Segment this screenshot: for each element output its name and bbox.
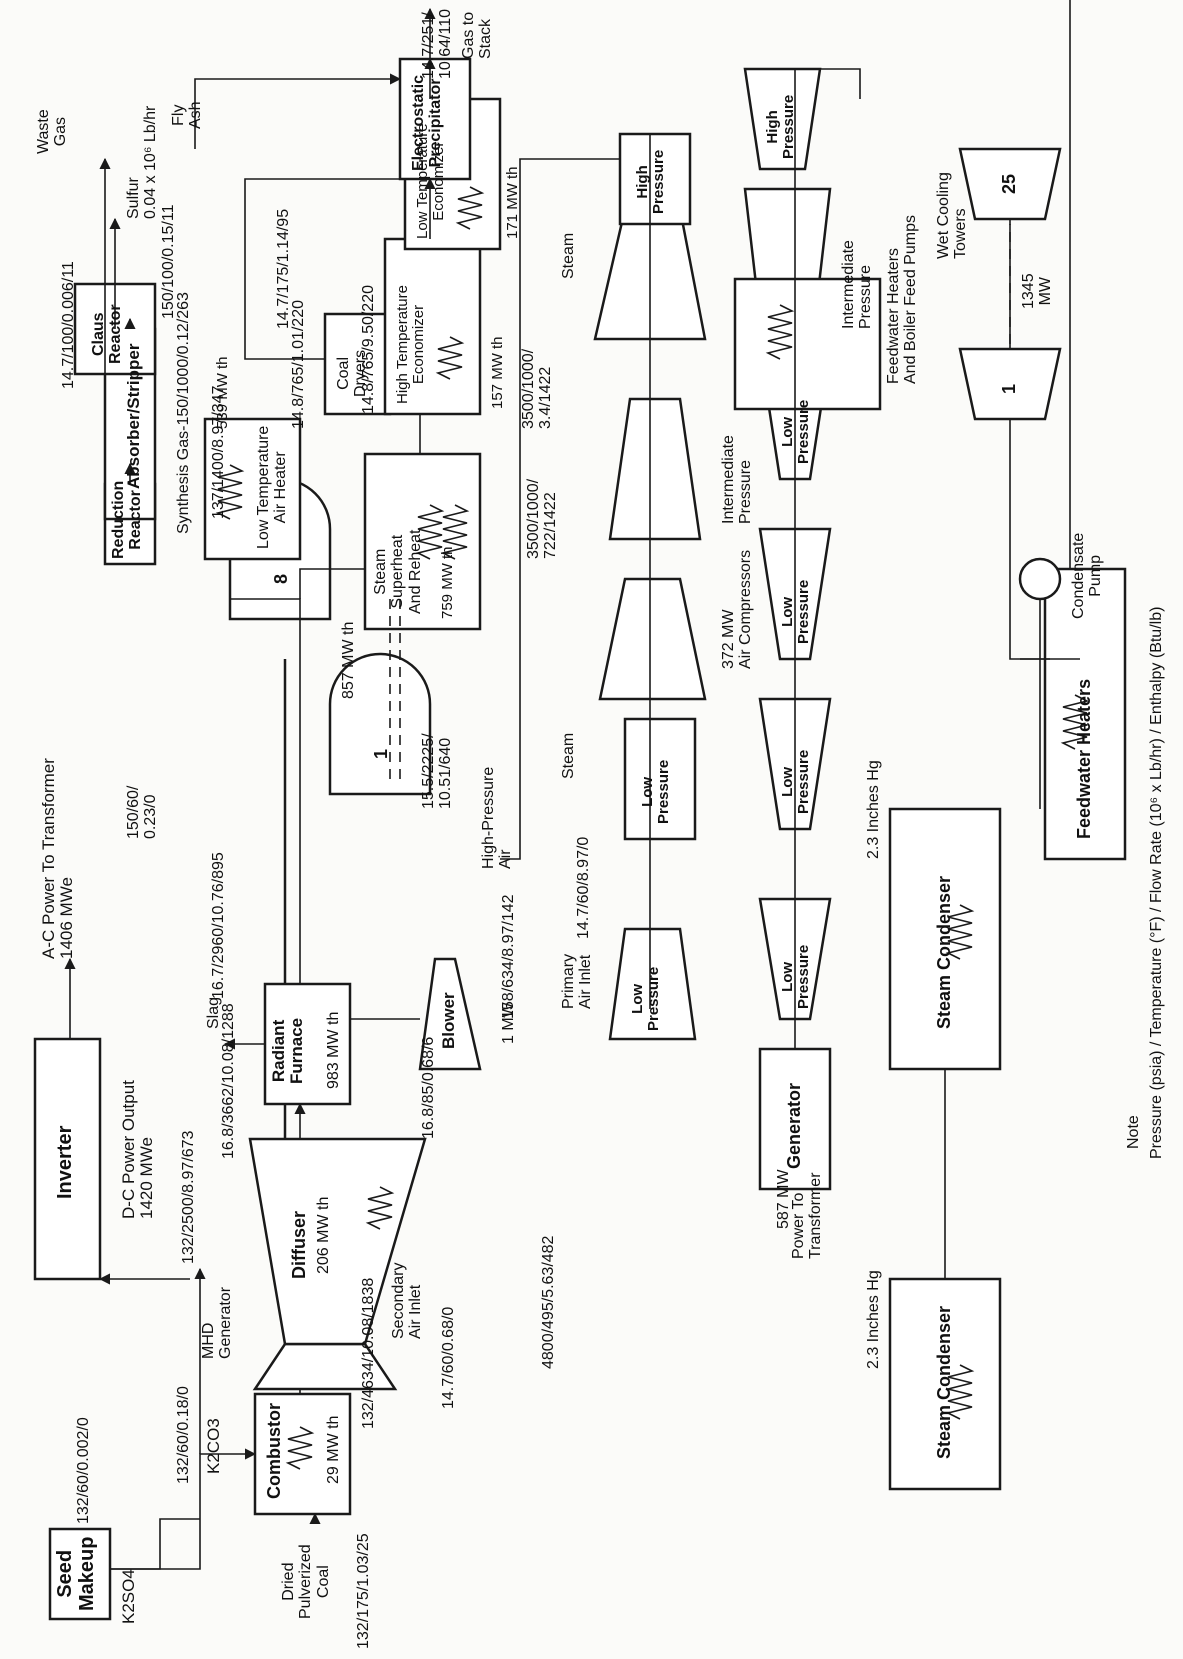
air-compressors-label: 372 MW Air Compressors xyxy=(720,550,755,669)
hp-compressor-label: High Pressure xyxy=(635,150,667,214)
dried-coal-label: Dried Pulverized Coal xyxy=(280,1544,332,1619)
air-compressor-372 xyxy=(600,579,705,699)
diffuser-label: Diffuser xyxy=(290,1211,309,1279)
high-temp-economizer-duty: 157 MW th xyxy=(490,336,506,409)
lp-compressor-2-label: Low Pressure xyxy=(640,760,672,824)
sulfur-label: Sulfur 0.04 x 10⁶ Lb/hr xyxy=(125,106,160,219)
generator-label: Generator xyxy=(785,1083,804,1169)
steam-superheat-label: Steam Superheat And Reheat xyxy=(372,529,424,614)
gas-to-stack-label: Gas to Stack xyxy=(460,12,495,59)
state-18: 14.8/765/1.01/220 xyxy=(290,300,307,429)
ip-compressor xyxy=(610,399,700,539)
state-13: 14.7/60/8.97/0 xyxy=(575,837,592,939)
inches-hg-1: 2.3 Inches Hg xyxy=(865,1270,882,1369)
high-temp-economizer-label: High Temperature Economizer xyxy=(395,285,427,404)
cooling-tower-first: 1 xyxy=(1000,384,1019,394)
state-11: 150/60/ 0.23/0 xyxy=(125,786,160,839)
furnace-to-preheaters xyxy=(230,599,300,984)
state-12: 158/634/8.97/142 xyxy=(500,894,517,1019)
condensate-pump-label: Condensate Pump xyxy=(1070,533,1105,619)
secondary-air-label: Secondary Air Inlet xyxy=(390,1263,425,1340)
cooling-tower-power: 1345 MW xyxy=(1020,273,1055,309)
lp-compressor-1-label: Low Pressure xyxy=(630,967,662,1031)
inverter-label: Inverter xyxy=(55,1126,77,1199)
state-21: 14.7/251/ 10.64/110 xyxy=(420,9,455,79)
low-temp-air-heater-label: Low Temperature Air Heater xyxy=(255,426,290,549)
combustor-duty: 29 MW th xyxy=(325,1416,342,1484)
radiant-furnace-duty: 983 MW th xyxy=(325,1012,342,1089)
diffuser-duty: 206 MW th xyxy=(315,1197,332,1274)
claus-reactor-label: Claus Reactor xyxy=(90,304,125,364)
lp-turbine-4-label: Low Pressure xyxy=(780,400,812,464)
steam-condenser-2-label: Steam Condenser xyxy=(935,876,954,1029)
absorber-stripper-label: Absorber/Stripper xyxy=(125,344,143,489)
state-8: 16.8/3662/10.08/1288 xyxy=(220,1003,237,1159)
radiant-furnace-label: Radiant Furnace xyxy=(270,1018,307,1084)
state-2: 132/60/0.18/0 xyxy=(175,1386,192,1484)
state-19: 14.7/175/1.14/95 xyxy=(275,209,292,329)
lp-turbine-1-label: Low Pressure xyxy=(780,945,812,1009)
reduction-reactor-label: Reduction Reactor xyxy=(110,481,145,559)
fly-ash-line xyxy=(195,79,400,149)
state-5: 14.7/60/0.68/0 xyxy=(440,1307,457,1409)
note-title: Note xyxy=(1125,1115,1142,1149)
state-20: 14.8/765/9.50/220 xyxy=(360,285,377,414)
air-preheater-first: 1 xyxy=(372,749,391,759)
state-23: 3500/1000/ 722/1422 xyxy=(525,479,560,559)
state-1: 132/60/0.002/0 xyxy=(75,1417,92,1524)
seed-to-combustor xyxy=(110,1519,200,1569)
low-temp-economizer-duty: 171 MW th xyxy=(505,166,521,239)
state-22: 3500/1000/ 3.4/1422 xyxy=(520,349,555,429)
state-4: 132/4634/10.08/1838 xyxy=(360,1278,377,1429)
ip-compressor-label: Intermediate Pressure xyxy=(720,435,755,524)
lp-turbine-2-label: Low Pressure xyxy=(780,750,812,814)
inches-hg-2: 2.3 Inches Hg xyxy=(865,760,882,859)
wet-cooling-towers-label: Wet Cooling Towers xyxy=(935,172,970,259)
feedwater-bfp-label: Feedwater Heaters And Boiler Feed Pumps xyxy=(885,215,920,384)
steam-superheat-duty: 759 MW th xyxy=(440,546,456,619)
cooling-tower-last: 25 xyxy=(1000,174,1019,194)
note-text: Pressure (psia) / Temperature (°F) / Flo… xyxy=(1148,607,1165,1159)
ip-turbine-label: Intermediate Pressure xyxy=(840,240,875,329)
air-preheater-duty: 857 MW th xyxy=(340,622,357,699)
electrostatic-precipitator-label: Electrostatic Precipitator xyxy=(410,75,445,171)
power-to-transformer-label: Power To Transformer xyxy=(790,1172,825,1259)
state-9: 16.8/85/0.68/6 xyxy=(420,1037,437,1139)
hp-air-label: High-Pressure Air xyxy=(480,767,515,869)
condensate-pump-shape xyxy=(1020,559,1060,599)
state-16: 150/100/0.15/11 xyxy=(160,205,177,319)
synthesis-gas-label: Synthesis Gas-150/1000/0.12/263 xyxy=(175,292,192,534)
ac-power-label: A-C Power To Transformer 1406 MWe xyxy=(40,758,77,959)
state-3: 132/175/1.03/25 xyxy=(355,1533,372,1649)
blower-label: Blower xyxy=(440,992,458,1049)
k2co3-label: K2CO3 xyxy=(205,1418,223,1474)
state-14: 15.5/2225/ 10.51/640 xyxy=(420,733,455,809)
state-6: 132/2500/8.97/673 xyxy=(180,1131,197,1264)
steam-label-1: Steam xyxy=(560,733,577,779)
k2so4-label: K2SO4 xyxy=(120,1569,138,1624)
lp-turbine-3-label: Low Pressure xyxy=(780,580,812,644)
waste-gas-label: Waste Gas xyxy=(35,109,70,154)
combustor-label: Combustor xyxy=(265,1403,284,1499)
feedwater-heaters-label: Feedwater Heaters xyxy=(1075,679,1094,839)
state-17: 137/1400/8.97/347 xyxy=(210,386,227,519)
primary-air-label: Primary Air Inlet xyxy=(560,954,595,1009)
state-7: 4800/495/5.63/482 xyxy=(540,1236,557,1369)
hp-turbine-label: High Pressure xyxy=(765,95,797,159)
steam-label-2: Steam xyxy=(560,233,577,279)
dc-power-label: D-C Power Output 1420 MWe xyxy=(120,1080,157,1219)
state-15: 14.7/100/0.006/11 xyxy=(60,261,77,389)
state-10: 16.7/2960/10.76/895 xyxy=(210,852,227,999)
mhd-generator-label: MHD Generator xyxy=(200,1287,235,1359)
air-preheater-last: 8 xyxy=(272,574,291,584)
seed-makeup-label: Seed Makeup xyxy=(55,1537,98,1611)
steam-condenser-1-label: Steam Condenser xyxy=(935,1306,954,1459)
fly-ash-label: Fly Ash xyxy=(170,101,205,129)
